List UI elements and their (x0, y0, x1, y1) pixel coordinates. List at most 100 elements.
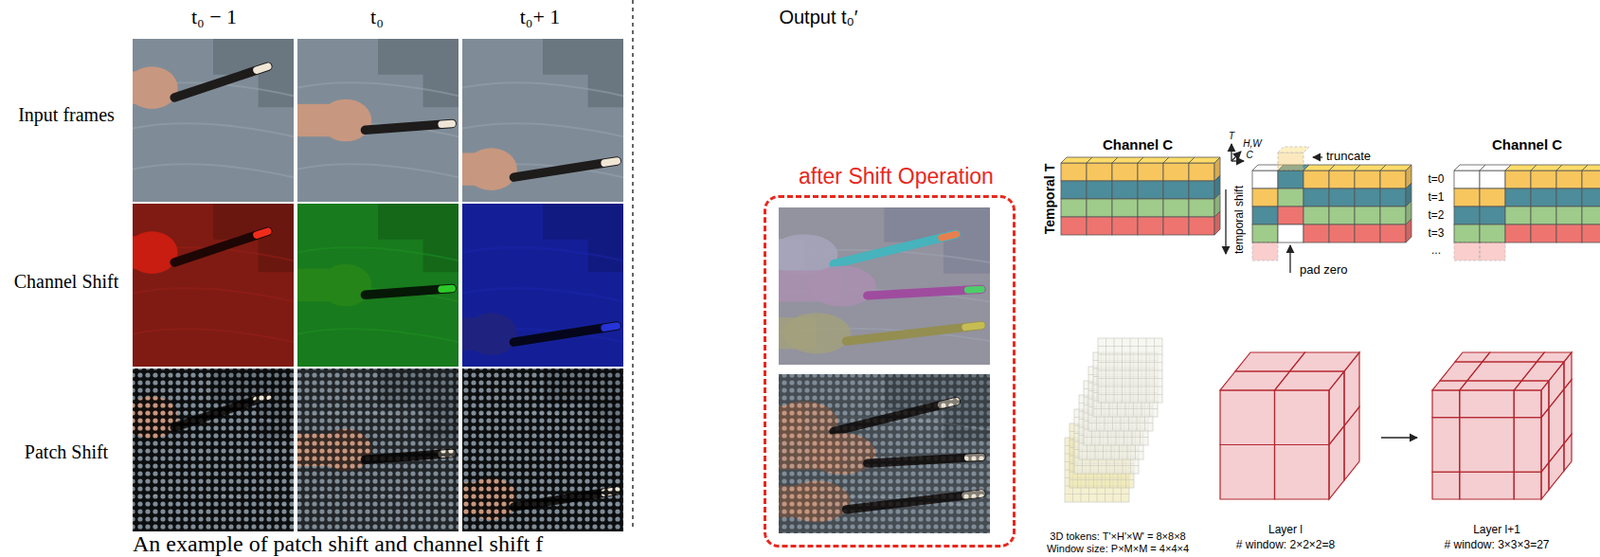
tensor-grid (1060, 157, 1221, 235)
tensor-cell (1086, 198, 1113, 217)
tensor-cell (1354, 224, 1381, 243)
tensor-cell (1556, 188, 1583, 207)
tensor-cell (1582, 164, 1600, 189)
leader-arrow (1289, 245, 1291, 273)
hand (465, 147, 517, 191)
tensor-cell (1329, 224, 1355, 243)
window-face (1541, 462, 1549, 500)
tensor-cell (1112, 198, 1138, 217)
tensor-cell (1505, 224, 1531, 243)
time-step-label: t=1 (1427, 191, 1444, 205)
window-face (1275, 371, 1346, 391)
tensor-cell (1454, 170, 1480, 189)
cloth (132, 368, 294, 532)
window-count: # window: 3×3×3=27 (1443, 539, 1549, 553)
color-haze (778, 207, 990, 365)
cloth-wrinkle (132, 123, 294, 137)
axis-arrow (1231, 151, 1241, 162)
tensor-cell (1188, 216, 1215, 235)
channel-tint (132, 203, 294, 367)
window-face (1432, 417, 1460, 473)
window-face (1275, 390, 1331, 446)
tensor-cell (1380, 206, 1406, 225)
cloth (297, 38, 459, 202)
tensor-cell (1582, 224, 1600, 243)
tensor-cell (1060, 180, 1087, 199)
axis-letter: T (1228, 130, 1235, 143)
tensor-cell (1086, 162, 1113, 181)
tensor-cell (1556, 224, 1583, 243)
tensor-cell (1505, 170, 1531, 189)
tensor-cell (1137, 198, 1164, 217)
patch-shift-output-photo (778, 374, 990, 534)
tensor-cell (1277, 152, 1304, 171)
window-face (1564, 433, 1572, 471)
tensor-cell (1252, 224, 1278, 243)
patch-dot-mask (462, 368, 624, 532)
axis-label: Channel C (1492, 136, 1563, 153)
caption-fragment: An example of patch shift and channel sh… (132, 531, 543, 557)
tensor-cell (1530, 206, 1557, 225)
tensor-cell (1556, 188, 1583, 207)
tensor-cell (1380, 170, 1406, 189)
tensor-cell (1530, 170, 1557, 189)
axis-arrow (1231, 160, 1244, 162)
window-face (1513, 417, 1542, 473)
tensor-cell (1479, 206, 1506, 225)
pen-tip (256, 66, 269, 71)
patch-dot-mask (297, 368, 459, 532)
token-gridline (1074, 465, 1139, 467)
divider-line (631, 0, 634, 531)
axis-arrow (1230, 143, 1232, 162)
tensor-cell (1214, 211, 1221, 235)
patch-dot-mask (132, 368, 294, 532)
layer-label: Layer l (1268, 523, 1303, 538)
window-face (1548, 443, 1565, 490)
tensor-cell (1112, 216, 1138, 235)
tensor-cell (1112, 162, 1138, 181)
tensor-cell (1354, 188, 1381, 207)
hand (132, 66, 179, 109)
tensor-cell (1252, 170, 1278, 189)
tensor-cell (1060, 198, 1087, 217)
shifted-window-cube (1432, 352, 1572, 500)
tensor-cell (1479, 242, 1506, 261)
token-gridline (1093, 408, 1158, 410)
tensor-cell (1354, 206, 1381, 225)
tensor-cell (1303, 206, 1330, 225)
tensor-cell (1505, 188, 1531, 207)
tensor-cell (1303, 188, 1330, 207)
tensor-cell (1252, 242, 1278, 261)
tensor-cell (1303, 170, 1330, 189)
window-face (1536, 352, 1572, 362)
window-face (1329, 426, 1345, 501)
column-header: t₀+ 1 (520, 4, 561, 29)
box-heading: after Shift Operation (798, 163, 994, 189)
window-face (1432, 471, 1460, 500)
patch-shift-photo (297, 368, 459, 532)
tensor-cell (1188, 175, 1221, 199)
tensor-cell (1112, 198, 1138, 217)
pen (364, 123, 452, 130)
tensor-cell (1303, 224, 1330, 243)
tensor-cell (1380, 182, 1412, 207)
layer-arrow (1381, 436, 1418, 438)
window-face (1521, 361, 1565, 381)
window-face (1432, 390, 1460, 418)
tensor-cell (1188, 211, 1221, 235)
tensor-cell (1086, 180, 1113, 199)
tensor-cell (1556, 206, 1583, 225)
shifted-tensor-grid (1252, 146, 1412, 261)
tensor-cell (1277, 224, 1304, 243)
tensor-cell (1086, 180, 1113, 199)
tensor-cell (1505, 188, 1531, 207)
tensor-cell (1582, 218, 1600, 243)
tensor-cell (1329, 206, 1355, 225)
tensor-cell (1530, 206, 1557, 225)
tensor-cell (1252, 188, 1278, 207)
tensor-cell (1582, 182, 1600, 207)
tensor-cell (1163, 162, 1189, 181)
tensor-cell (1530, 224, 1557, 243)
tensor-cell (1163, 198, 1189, 217)
